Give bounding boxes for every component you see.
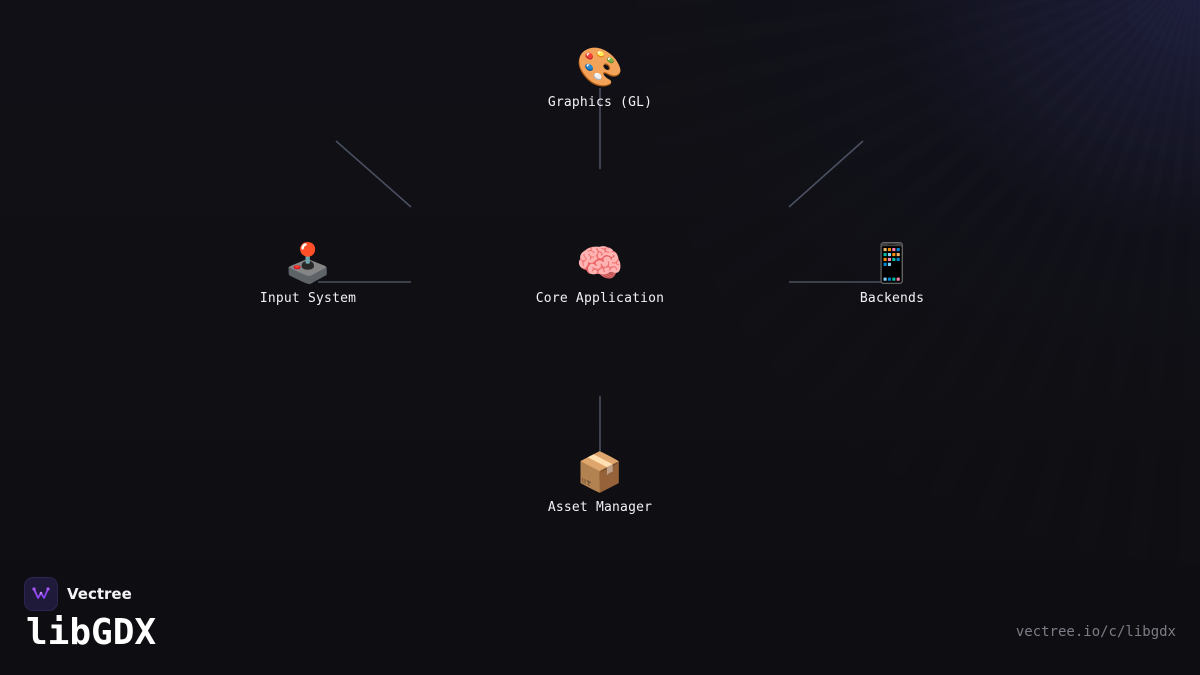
brand-name: Vectree: [67, 585, 132, 603]
brand[interactable]: Vectree: [24, 577, 132, 611]
mobile-phone-icon: 📱: [868, 241, 916, 285]
artist-palette-icon: 🎨: [576, 45, 624, 89]
node-backends[interactable]: 📱 Backends: [792, 241, 992, 306]
node-core-application[interactable]: 🧠 Core Application: [500, 241, 700, 306]
brain-icon: 🧠: [576, 241, 624, 285]
node-asset-manager[interactable]: 📦 Asset Manager: [500, 450, 700, 515]
node-label-core: Core Application: [535, 291, 665, 306]
node-label-backends: Backends: [859, 291, 925, 306]
edge-diagonal-right: [788, 140, 864, 208]
page-title: libGDX: [26, 612, 157, 653]
node-input-system[interactable]: 🕹️ Input System: [208, 241, 408, 306]
node-label-assets: Asset Manager: [547, 500, 653, 515]
package-icon: 📦: [576, 450, 624, 494]
node-graphics[interactable]: 🎨 Graphics (GL): [500, 45, 700, 110]
node-label-graphics: Graphics (GL): [547, 95, 653, 110]
joystick-icon: 🕹️: [284, 241, 332, 285]
vectree-logo-icon: [24, 577, 58, 611]
edge-diagonal-left: [335, 140, 412, 208]
node-label-input: Input System: [259, 291, 357, 306]
site-url[interactable]: vectree.io/c/libgdx: [1015, 624, 1176, 640]
